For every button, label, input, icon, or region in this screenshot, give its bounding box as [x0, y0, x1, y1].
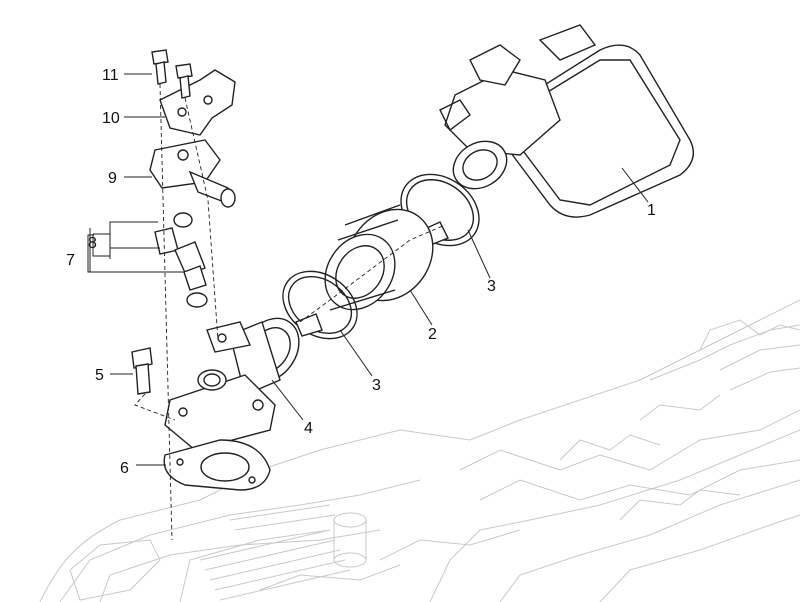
callout-3-lower: 3 [372, 377, 381, 394]
part-10-bracket [159, 69, 236, 136]
callout-11: 11 [102, 67, 119, 84]
part-11-bolts [151, 49, 193, 99]
part-6-gasket [163, 439, 271, 491]
part-3-clamp-lower [282, 270, 358, 340]
callout-8: 8 [88, 235, 97, 252]
callout-7: 7 [66, 252, 75, 269]
callout-2: 2 [428, 326, 437, 343]
callout-labels: 1 2 3 3 4 5 6 7 8 9 10 11 [66, 67, 656, 477]
callout-4: 4 [304, 420, 313, 437]
leader-lines [87, 73, 649, 466]
part-4-manifold [164, 317, 300, 451]
part-5-screw [131, 347, 153, 395]
part-7-injector [154, 212, 208, 308]
callout-10: 10 [102, 110, 120, 127]
part-1-housing [439, 24, 694, 218]
assembly-axis-lines [134, 83, 446, 541]
engine-block-outline [39, 299, 800, 602]
callout-3-upper: 3 [487, 278, 496, 295]
callout-5: 5 [95, 367, 104, 384]
callout-9: 9 [108, 170, 117, 187]
part-2-coupling [324, 204, 434, 311]
callout-1: 1 [647, 202, 656, 219]
callout-6: 6 [120, 460, 129, 477]
